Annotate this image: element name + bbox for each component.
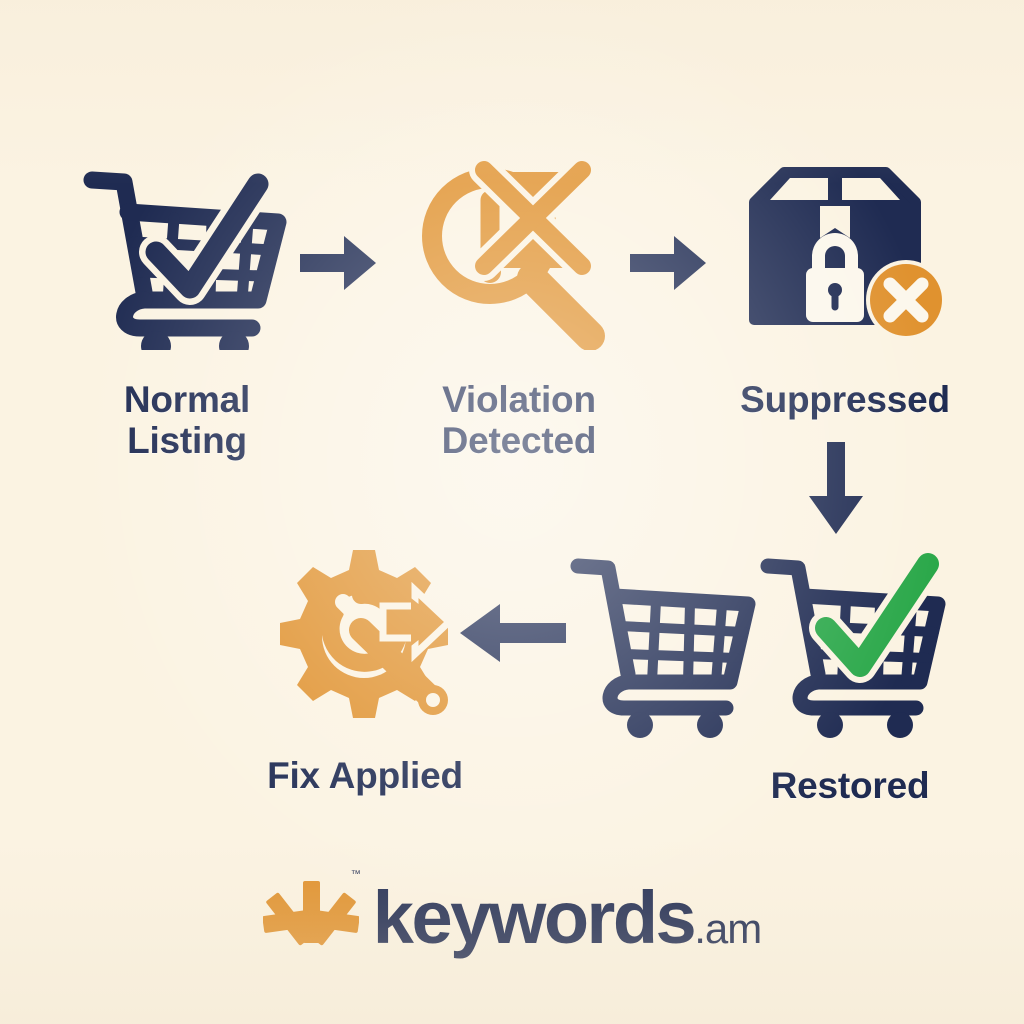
arrow-suppressed-to-restored — [805, 440, 867, 541]
arrow-violation-to-suppressed — [628, 232, 708, 299]
trademark-symbol: ™ — [350, 869, 361, 880]
step-label-fix-applied: Fix Applied — [267, 755, 463, 796]
step-label-suppressed: Suppressed — [740, 379, 950, 420]
step-fix-applied[interactable]: Fix Applied — [250, 548, 480, 796]
gear-wrench-arrow-icon — [265, 548, 465, 733]
logo-word: keywords — [372, 875, 697, 959]
step-violation-detected[interactable]: Violation Detected — [404, 155, 634, 462]
shopping-cart-green-check-icon — [570, 547, 950, 743]
step-label-restored: Restored — [770, 765, 930, 806]
step-label-violation-detected: Violation Detected — [441, 379, 597, 462]
step-suppressed[interactable]: Suppressed — [730, 160, 960, 420]
step-label-normal-listing: Normal Listing — [123, 379, 251, 462]
arrow-normal-to-violation — [298, 232, 378, 299]
brand-logo[interactable]: ™ keywords .am — [0, 869, 1024, 964]
step-normal-listing[interactable]: Normal Listing — [72, 160, 302, 462]
starburst-mark-icon: ™ — [262, 869, 361, 964]
logo-tld: .am — [694, 904, 762, 952]
locked-box-x-badge-icon — [740, 160, 950, 355]
magnifier-alert-x-icon — [414, 155, 624, 355]
arrow-restored-to-fix — [458, 600, 568, 671]
step-restored[interactable]: Restored — [560, 547, 960, 806]
shopping-cart-check-icon — [82, 160, 292, 361]
logo-wordmark: keywords .am — [372, 875, 762, 959]
